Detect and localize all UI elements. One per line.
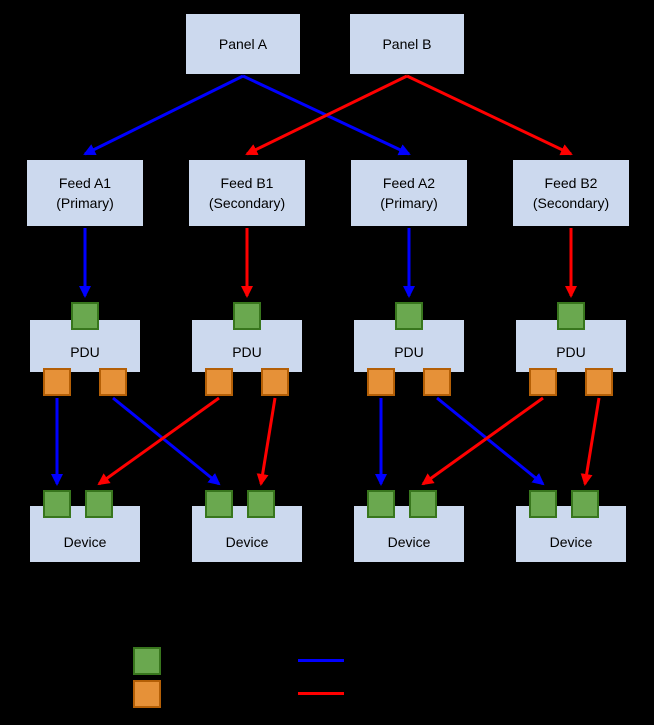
feed-b1-label-line1: Feed B1 xyxy=(220,175,274,191)
feed-a2-label-line1: Feed A2 xyxy=(382,175,436,191)
pdu-3-input-port-green xyxy=(395,302,423,330)
feed-b1-label-line2: (Secondary) xyxy=(208,195,286,211)
pdu-3-label: PDU xyxy=(394,344,424,360)
edge-panel-b-to-feed-b2 xyxy=(406,74,573,156)
legend-red-line-swatch xyxy=(298,692,344,695)
pdu-1-output-port-left-orange xyxy=(43,368,71,396)
pdu-2-input-port-green xyxy=(233,302,261,330)
pdu-2-output-port-right-orange xyxy=(261,368,289,396)
panel-a-label: Panel A xyxy=(218,36,268,52)
legend-orange-port-swatch xyxy=(133,680,161,708)
feed-a2-label-line2: (Primary) xyxy=(380,195,438,211)
pdu-2-output-port-left-orange xyxy=(205,368,233,396)
feed-a1-label-line2: (Primary) xyxy=(56,195,114,211)
pdu-1-label: PDU xyxy=(70,344,100,360)
feed-b2-label-line2: (Secondary) xyxy=(532,195,610,211)
device-3-input-port-left-green xyxy=(367,490,395,518)
pdu-3-output-port-right-orange xyxy=(423,368,451,396)
device-2-label: Device xyxy=(225,534,269,550)
edge-pdu4-right-to-device4-right xyxy=(580,397,601,486)
pdu-3-output-port-left-orange xyxy=(367,368,395,396)
edge-pdu2-left-to-device1-right xyxy=(97,396,220,486)
pdu-4-input-port-green xyxy=(557,302,585,330)
feed-b2-label-line1: Feed B2 xyxy=(544,175,598,191)
device-4-input-port-right-green xyxy=(571,490,599,518)
pdu-2-label: PDU xyxy=(232,344,262,360)
node-panel-b: Panel B xyxy=(350,14,464,74)
pdu-4-output-port-left-orange xyxy=(529,368,557,396)
edge-panel-a-to-feed-a1 xyxy=(83,74,244,156)
device-3-label: Device xyxy=(387,534,431,550)
device-2-input-port-right-green xyxy=(247,490,275,518)
pdu-4-label: PDU xyxy=(556,344,586,360)
node-feed-a1: Feed A1 (Primary) xyxy=(27,160,143,226)
node-feed-a2: Feed A2 (Primary) xyxy=(351,160,467,226)
device-1-label: Device xyxy=(63,534,107,550)
pdu-4-output-port-right-orange xyxy=(585,368,613,396)
pdu-1-input-port-green xyxy=(71,302,99,330)
node-feed-b1: Feed B1 (Secondary) xyxy=(189,160,305,226)
device-3-input-port-right-green xyxy=(409,490,437,518)
legend-blue-line-swatch xyxy=(298,659,344,662)
device-2-input-port-left-green xyxy=(205,490,233,518)
edge-pdu2-right-to-device2-right xyxy=(256,397,277,486)
panel-b-label: Panel B xyxy=(382,36,432,52)
edge-panel-b-to-feed-b1 xyxy=(245,74,408,156)
edge-pdu4-left-to-device3-right xyxy=(421,396,544,486)
edge-pdu3-right-to-device4-left xyxy=(436,396,545,486)
node-pdu-1: PDU xyxy=(30,320,140,372)
legend-green-port-swatch xyxy=(133,647,161,675)
edge-pdu1-right-to-device2-left xyxy=(112,396,221,486)
feed-a1-label-line1: Feed A1 xyxy=(58,175,112,191)
device-4-label: Device xyxy=(549,534,593,550)
pdu-1-output-port-right-orange xyxy=(99,368,127,396)
device-1-input-port-left-green xyxy=(43,490,71,518)
node-panel-a: Panel A xyxy=(186,14,300,74)
device-4-input-port-left-green xyxy=(529,490,557,518)
node-feed-b2: Feed B2 (Secondary) xyxy=(513,160,629,226)
device-1-input-port-right-green xyxy=(85,490,113,518)
